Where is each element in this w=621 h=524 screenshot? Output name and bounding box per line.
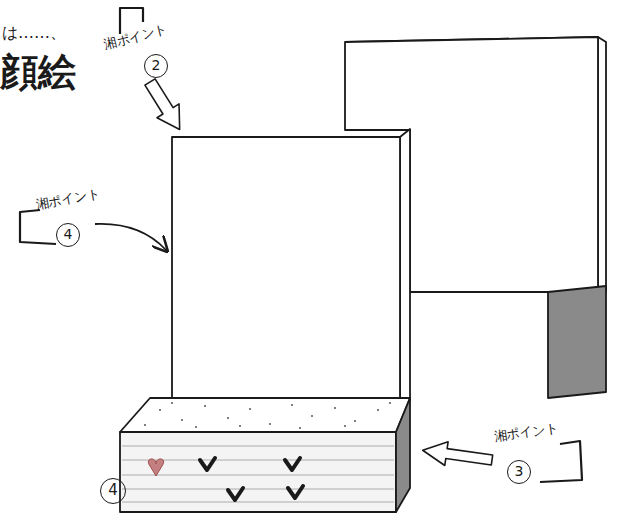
heart-mark [148, 459, 163, 476]
callout-bracket [20, 210, 56, 244]
callout-text: 湘ポイント [35, 187, 101, 212]
base-front [120, 432, 396, 512]
speckle [181, 419, 183, 421]
front-panel-edge [172, 129, 410, 400]
heading-fragment: 顔絵 [0, 52, 76, 94]
speckles [144, 402, 391, 429]
tick-marks [200, 458, 303, 500]
speckle [269, 423, 271, 425]
speckle [204, 405, 206, 407]
callout-number: 2 [144, 54, 168, 78]
hollow-arrow [139, 75, 191, 136]
speckle [227, 417, 229, 419]
hollow-arrow [421, 438, 494, 472]
cut-text: は……、 [2, 24, 66, 42]
callout-number: 3 [507, 460, 531, 484]
callout-text: 湘ポイント [102, 22, 169, 52]
speckle [354, 420, 356, 422]
speckle [239, 425, 241, 427]
callout-number: 4 [100, 478, 126, 504]
wood-grain [122, 446, 394, 502]
callout-arrow [95, 224, 166, 250]
speckle [159, 409, 161, 411]
tick-mark [288, 486, 303, 498]
back-base-end [548, 286, 606, 398]
speckle [334, 407, 336, 409]
grain-line [122, 502, 394, 503]
grain-line [122, 475, 394, 476]
speckle [144, 424, 146, 426]
grain-line [122, 446, 394, 447]
speckle [344, 425, 346, 427]
callout-number: 4 [56, 223, 80, 247]
base-top [120, 398, 410, 432]
tick-mark [228, 488, 243, 500]
tick-mark [200, 458, 215, 470]
callout-bracket [540, 441, 582, 482]
speckle [377, 409, 379, 411]
speckle [311, 415, 313, 417]
callout-text: 湘ポイント [493, 421, 559, 444]
speckle [195, 426, 197, 428]
base-end [396, 398, 410, 512]
speckle [171, 402, 173, 404]
grain-line [122, 489, 394, 490]
speckle [299, 427, 301, 429]
speckle [249, 408, 251, 410]
tick-mark [285, 458, 300, 470]
speckle [291, 404, 293, 406]
front-panel [172, 137, 400, 400]
speckle [389, 402, 391, 404]
